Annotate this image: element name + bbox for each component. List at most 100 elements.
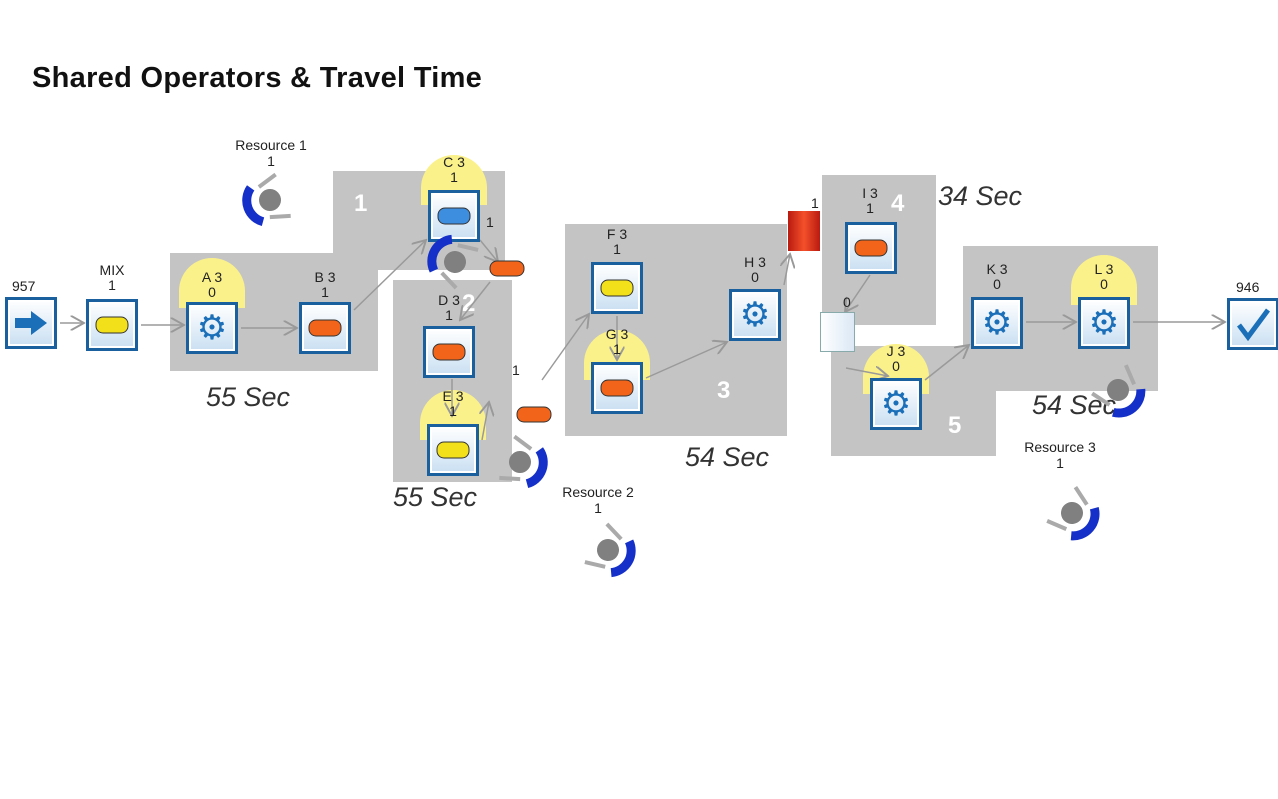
station-h-value: 0 (751, 269, 759, 285)
station-d-value: 1 (445, 307, 453, 323)
station-g-name: G 3 (605, 326, 629, 342)
resource-1-name: Resource 1 (235, 137, 307, 153)
gear-icon: ⚙ (739, 296, 771, 334)
car-blue-icon (437, 207, 471, 225)
zone-label-3: 3 (717, 377, 731, 404)
station-l-value: 0 (1100, 276, 1108, 292)
page-title: Shared Operators & Travel Time (32, 62, 483, 94)
buffer-red[interactable] (788, 211, 820, 251)
gear-icon: ⚙ (880, 385, 912, 423)
mix-node[interactable] (86, 299, 138, 351)
station-g[interactable] (591, 362, 643, 414)
station-a[interactable]: ⚙ (186, 302, 238, 354)
station-f[interactable] (591, 262, 643, 314)
car-transit-icon (516, 406, 552, 423)
operator-at-l-icon[interactable] (1092, 365, 1150, 422)
station-j-value: 0 (892, 358, 900, 374)
station-l[interactable]: ⚙ (1078, 297, 1130, 349)
car-yellow-icon (95, 316, 129, 334)
cycle-time-1: 55 Sec (206, 382, 291, 412)
station-a-name: A 3 (201, 269, 223, 285)
station-h-name: H 3 (744, 254, 766, 270)
station-i-value: 1 (866, 200, 874, 216)
station-j-name: J 3 (886, 343, 906, 359)
buffer-white-count: 0 (843, 294, 851, 310)
station-a-value: 0 (208, 284, 216, 300)
station-g-value: 1 (613, 341, 621, 357)
source-node[interactable] (5, 297, 57, 349)
cycle-time-3: 54 Sec (685, 442, 770, 472)
car-yellow-icon (436, 441, 470, 459)
station-k-name: K 3 (986, 261, 1008, 277)
zone-label-1: 1 (354, 190, 368, 217)
station-e[interactable] (427, 424, 479, 476)
buffer-white[interactable] (820, 312, 855, 352)
station-c[interactable] (428, 190, 480, 242)
car-orange-icon (600, 379, 634, 397)
mix-value: 1 (108, 277, 116, 293)
cycle-time-4: 34 Sec (938, 181, 1023, 211)
station-e-out-count: 1 (512, 362, 520, 378)
station-b[interactable] (299, 302, 351, 354)
car-transit-icon (489, 260, 525, 277)
car-orange-icon (432, 343, 466, 361)
resource-1-value: 1 (267, 153, 275, 169)
operator-at-c-icon[interactable] (424, 231, 478, 288)
car-orange-icon (854, 239, 888, 257)
sink-node[interactable] (1227, 298, 1278, 350)
station-d-name: D 3 (438, 292, 460, 308)
station-b-value: 1 (321, 284, 329, 300)
station-e-value: 1 (449, 403, 457, 419)
station-i[interactable] (845, 222, 897, 274)
sink-count: 946 (1236, 279, 1260, 295)
station-f-value: 1 (613, 241, 621, 257)
station-c-value: 1 (450, 169, 458, 185)
resource-3-name: Resource 3 (1024, 439, 1096, 455)
car-orange-icon (308, 319, 342, 337)
checkmark-icon (1237, 308, 1271, 341)
operator-resource-2-icon[interactable] (585, 524, 639, 581)
source-count: 957 (12, 278, 36, 294)
operator-at-e-icon[interactable] (499, 437, 549, 491)
zone-label-4: 4 (891, 190, 905, 217)
station-j[interactable]: ⚙ (870, 378, 922, 430)
station-d[interactable] (423, 326, 475, 378)
mix-name: MIX (99, 262, 125, 278)
busy-indicator-a (179, 258, 245, 308)
cycle-time-5: 54 Sec (1032, 390, 1117, 420)
station-l-name: L 3 (1094, 261, 1114, 277)
station-k-value: 0 (993, 276, 1001, 292)
gear-icon: ⚙ (196, 309, 228, 347)
resource-2-name: Resource 2 (562, 484, 634, 500)
station-c-out-count: 1 (486, 214, 494, 230)
operator-resource-1-icon[interactable] (241, 175, 291, 229)
station-f-name: F 3 (606, 226, 628, 242)
gear-icon: ⚙ (981, 304, 1013, 342)
busy-indicator-l (1071, 255, 1137, 305)
cycle-time-2: 55 Sec (393, 482, 478, 512)
station-k[interactable]: ⚙ (971, 297, 1023, 349)
zone-label-5: 5 (948, 412, 962, 439)
station-h[interactable]: ⚙ (729, 289, 781, 341)
operator-resource-3-icon[interactable] (1047, 487, 1104, 545)
arrow-right-icon (15, 311, 47, 335)
gear-icon: ⚙ (1088, 304, 1120, 342)
station-b-name: B 3 (314, 269, 336, 285)
